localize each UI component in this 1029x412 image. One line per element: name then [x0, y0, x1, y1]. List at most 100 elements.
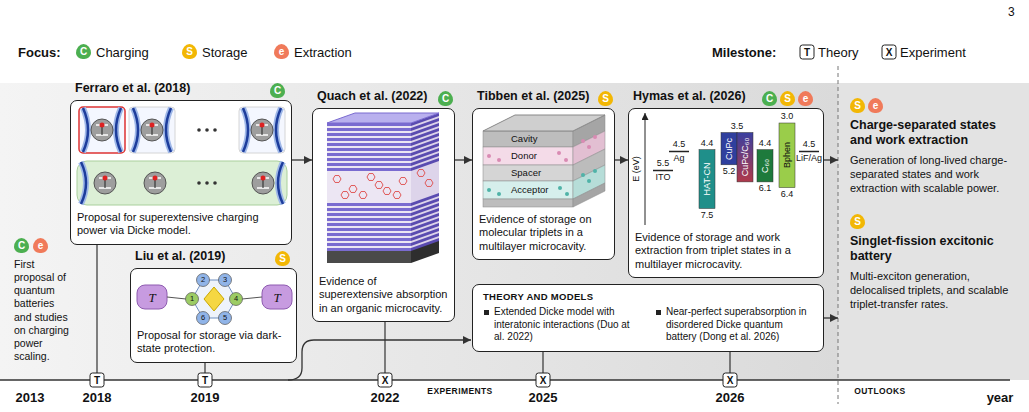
focus-icon: e — [868, 98, 883, 113]
ellipsis-dot — [197, 128, 201, 132]
connector-arrow — [455, 159, 472, 160]
focus-icon: S — [780, 91, 795, 106]
donor-molecule — [487, 154, 491, 158]
focus-icon: S — [598, 91, 613, 106]
legend-heading: Focus: — [18, 46, 61, 59]
energy-bar — [737, 133, 753, 182]
connector-arrow — [292, 159, 312, 160]
panel-illustration — [71, 101, 291, 211]
legend-text: Theory — [818, 46, 858, 59]
dbr-layer — [327, 208, 411, 211]
atom — [251, 119, 273, 141]
molecule — [393, 192, 401, 199]
energy-value: ITO — [656, 173, 671, 182]
panel-text: Proposal for storage via dark-state prot… — [137, 329, 290, 356]
dbr-layer — [327, 243, 411, 246]
energy-value: 4.5 — [673, 140, 686, 149]
mirror-glow — [278, 162, 283, 204]
focus-icon: C — [270, 83, 285, 98]
dbr-layer-side — [411, 158, 439, 171]
site-number: 4 — [234, 295, 238, 303]
site-circle — [230, 293, 243, 306]
theory-text: Near-perfect superabsorption in disorder… — [655, 306, 813, 344]
acceptor-molecule — [587, 179, 591, 183]
excitation-dot — [260, 123, 265, 128]
molecule — [359, 192, 367, 199]
year-label: 2018 — [83, 391, 112, 404]
energy-value: 4.4 — [701, 139, 714, 148]
cavity-mirror — [133, 108, 138, 152]
atom — [141, 119, 163, 141]
dbr-layer — [327, 218, 411, 221]
molecule — [349, 186, 357, 193]
axis-section-label: EXPERIMENTS — [427, 387, 492, 396]
connector-arrow — [615, 159, 628, 160]
stack-layer — [483, 147, 573, 165]
molecule — [341, 192, 349, 199]
energy-value: 6.4 — [781, 190, 794, 199]
excitation-dot — [103, 176, 108, 181]
material-label: Bphen — [783, 142, 792, 168]
focus-icon: e — [274, 44, 289, 59]
acceptor-molecule — [565, 192, 569, 196]
stack-layer — [483, 199, 573, 207]
milestone-marker: X — [882, 45, 897, 60]
mirror-glow — [243, 108, 248, 152]
molecule — [425, 180, 433, 187]
cavity-front — [327, 123, 411, 249]
mirror-glow — [166, 108, 171, 152]
cavity-top — [327, 113, 439, 123]
molecule — [375, 182, 383, 189]
time-axis — [0, 379, 1010, 381]
focus-icon: S — [850, 98, 865, 113]
site-number: 6 — [201, 314, 205, 322]
focus-icon: S — [275, 251, 290, 266]
dbr-layer — [327, 163, 411, 166]
outlook-text: Charge-separated states and work extract… — [850, 118, 1017, 148]
energy-axis — [645, 113, 646, 225]
stack-layer — [483, 165, 573, 181]
outlook-divider — [838, 66, 839, 404]
panel-text: Proposal for superextensive charging pow… — [77, 211, 285, 238]
outlook-text: Generation of long-lived charge-separate… — [850, 154, 1017, 195]
dbr-layer — [327, 213, 411, 216]
milestone-panel: Quach et al. (2022)Evidence of superexte… — [312, 108, 455, 322]
dbr-layer — [327, 233, 411, 236]
donor-molecule — [587, 145, 591, 149]
triplet-box — [262, 285, 292, 309]
layer-label: Cavity — [511, 134, 537, 144]
outlook-band — [838, 83, 1029, 380]
molecule — [399, 178, 407, 185]
dbr-layer — [327, 153, 411, 156]
outlook-panel: SeCharge-separated states and work extra… — [838, 83, 1029, 380]
focus-icon: C — [14, 238, 29, 253]
acceptor-molecule — [558, 186, 562, 190]
cavity-mirror — [278, 162, 283, 204]
site-number: 2 — [201, 276, 205, 284]
panel-text: Ferraro et al. (2018) — [75, 82, 190, 96]
panel-illustration — [313, 109, 454, 275]
energy-value: Ag — [673, 154, 684, 163]
year-label: 2022 — [371, 391, 400, 404]
theory-box: THEORY AND MODELSExtended Dicke model wi… — [472, 284, 824, 352]
legend-text: Extraction — [294, 46, 352, 59]
cavity-cell — [79, 107, 125, 153]
site-number: 3 — [223, 276, 227, 284]
donor-molecule — [557, 151, 561, 155]
milestone-marker: X — [723, 373, 738, 388]
energy-value: 3.0 — [781, 112, 794, 121]
site-circle — [219, 312, 232, 325]
panel-illustration — [131, 269, 296, 329]
coupling-line — [167, 297, 186, 299]
site-number: 1 — [190, 295, 194, 303]
energy-value: 4.5 — [803, 140, 816, 149]
year-label: 2013 — [16, 391, 45, 404]
molecule — [383, 188, 391, 195]
material-label: CuPc — [725, 138, 734, 160]
outlook-text: Multi-exciton generation, delocalised tr… — [850, 270, 1017, 311]
ito-level — [653, 170, 673, 172]
molecule — [417, 170, 425, 177]
energy-value: 5.2 — [723, 167, 736, 176]
dbr-layer — [327, 223, 411, 226]
mirror-glow — [276, 108, 281, 152]
